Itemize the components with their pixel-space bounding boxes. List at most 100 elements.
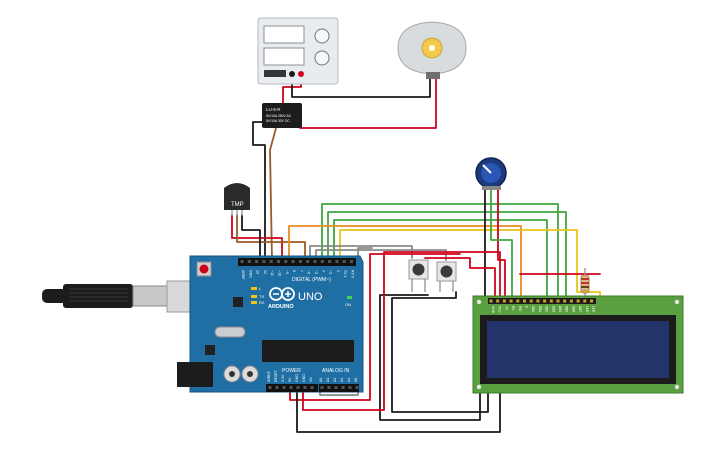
- wire-relay-arduino-brown: [269, 127, 277, 261]
- power-pin-hole[interactable]: [310, 386, 314, 389]
- lcd-pin-hole[interactable]: [549, 299, 553, 303]
- wire-green-1: [321, 203, 559, 301]
- digital-pin-hole[interactable]: [247, 260, 251, 263]
- power-pin-label: GND: [302, 374, 306, 382]
- voltage-knob-icon[interactable]: [314, 28, 330, 44]
- lcd-pin-hole[interactable]: [496, 299, 500, 303]
- digital-pin-hole[interactable]: [306, 260, 310, 263]
- lcd-pin-label: DB1: [538, 306, 542, 312]
- analog-pin-label: A5: [354, 378, 358, 382]
- lcd-pin-hole[interactable]: [590, 299, 593, 303]
- wire-pot-wiper-green: [490, 185, 513, 301]
- analog-pin-hole[interactable]: [341, 386, 345, 389]
- digital-pin-label: 7: [299, 270, 303, 272]
- resistor[interactable]: [580, 268, 590, 300]
- push-button-2[interactable]: [436, 261, 457, 292]
- lcd-pin-hole[interactable]: [529, 299, 533, 303]
- digital-pin-hole[interactable]: [262, 260, 266, 263]
- usb-chip: [233, 297, 243, 307]
- voltage-regulator: [205, 345, 215, 355]
- current-knob-icon[interactable]: [314, 50, 330, 66]
- wire-pot-red: [497, 185, 506, 301]
- digital-pin-hole[interactable]: [298, 260, 302, 263]
- lcd-pin-hole[interactable]: [516, 299, 520, 303]
- analog-pin-hole[interactable]: [320, 386, 324, 389]
- led-tx-label: TX: [259, 294, 264, 299]
- digital-pin-hole[interactable]: [255, 260, 259, 263]
- lcd-pin-label: LED-: [592, 306, 596, 313]
- lcd-pin-hole[interactable]: [563, 299, 567, 303]
- digital-pin-hole[interactable]: [320, 260, 324, 263]
- lcd-pin-hole[interactable]: [536, 299, 540, 303]
- microcontroller-chip: [262, 340, 354, 362]
- power-pin-hole[interactable]: [289, 386, 293, 389]
- lcd-pin-hole[interactable]: [569, 299, 573, 303]
- power-supply[interactable]: [257, 17, 339, 85]
- temperature-sensor[interactable]: TMP: [224, 183, 250, 216]
- analog-pin-label: A3: [340, 378, 344, 382]
- lcd-pin-label: RW: [518, 306, 522, 311]
- lcd-pin-hole[interactable]: [583, 299, 587, 303]
- digital-pin-hole[interactable]: [277, 260, 280, 263]
- lcd-pin-label: DB4: [558, 306, 562, 312]
- digital-pin-hole[interactable]: [284, 260, 288, 263]
- digital-pin-hole[interactable]: [240, 260, 244, 263]
- digital-pin-hole[interactable]: [350, 260, 353, 263]
- led-tx: [251, 295, 257, 298]
- lcd-pin-hole[interactable]: [576, 299, 580, 303]
- lcd-pin-hole[interactable]: [509, 299, 513, 303]
- psu-pos-terminal[interactable]: [298, 71, 304, 77]
- digital-pin-hole[interactable]: [269, 260, 273, 263]
- power-jack[interactable]: [177, 362, 213, 387]
- digital-pin-label: 2: [336, 270, 340, 272]
- lcd-pin-label: E: [525, 306, 529, 308]
- lcd-pin-label: GND: [491, 306, 495, 314]
- lcd-pin-hole[interactable]: [489, 299, 493, 303]
- lcd-pin-hole[interactable]: [523, 299, 526, 303]
- power-pin-hole[interactable]: [303, 386, 307, 389]
- power-pin-hole[interactable]: [296, 386, 300, 389]
- digital-pin-hole[interactable]: [342, 260, 346, 263]
- analog-pin-hole[interactable]: [355, 386, 359, 389]
- power-pin-label: 3.3V: [281, 374, 285, 382]
- model-label: UNO: [298, 291, 323, 303]
- digital-pin-hole[interactable]: [335, 260, 339, 263]
- analog-pin-hole[interactable]: [348, 386, 352, 389]
- lcd-pin-hole[interactable]: [556, 299, 560, 303]
- dc-motor[interactable]: [397, 21, 467, 79]
- digital-pin-hole[interactable]: [328, 260, 332, 263]
- analog-pin-label: A2: [333, 378, 337, 382]
- led-l: [251, 287, 257, 290]
- wire-psu-motor-black: [291, 73, 431, 98]
- usb-cable[interactable]: [42, 280, 208, 313]
- analog-pin-hole[interactable]: [327, 386, 331, 389]
- reset-button[interactable]: [199, 264, 209, 274]
- digital-pin-label: 13: [256, 270, 260, 274]
- wire-orange-1: [288, 225, 522, 301]
- analog-pin-hole[interactable]: [334, 386, 338, 389]
- power-pin-hole[interactable]: [275, 386, 279, 389]
- digital-pin-hole[interactable]: [291, 260, 295, 263]
- led-rx-label: RX: [259, 300, 265, 305]
- power-pin-label: IOREF: [267, 370, 271, 382]
- lcd-pin-hole[interactable]: [502, 299, 506, 303]
- push-button-1[interactable]: [408, 259, 429, 292]
- lcd-pin-hole[interactable]: [543, 299, 547, 303]
- power-pin-hole[interactable]: [268, 386, 272, 389]
- wire-tmp-gnd-black: [241, 214, 261, 259]
- psu-neg-terminal[interactable]: [289, 71, 295, 77]
- digital-pin-label: ~9: [285, 270, 289, 274]
- digital-pin-label: 8: [292, 270, 296, 272]
- lcd-pin-label: DB3: [551, 306, 555, 312]
- lcd-pin-label: DB0: [531, 306, 535, 312]
- lcd-pin-label: LED+: [585, 306, 589, 314]
- potentiometer[interactable]: [475, 157, 507, 190]
- wire-yellow-1: [339, 229, 601, 301]
- power-pin-hole[interactable]: [282, 386, 286, 389]
- relay-rating-dc: 5V/10A 30V DC: [266, 119, 290, 123]
- digital-pin-hole[interactable]: [313, 260, 317, 263]
- relay-module[interactable]: LU-5-R 5V/10A 250V AC 5V/10A 30V DC: [262, 103, 302, 128]
- wire-relay-arduino-black: [252, 121, 266, 259]
